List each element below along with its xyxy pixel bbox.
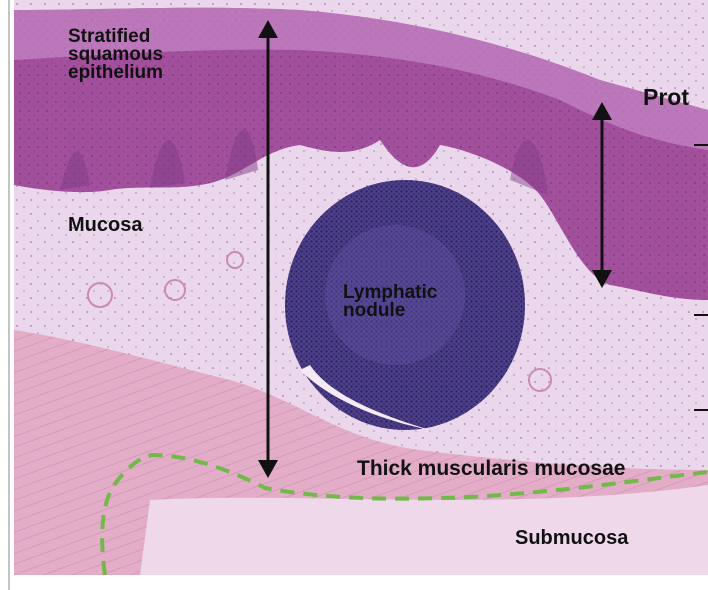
- title-fragment: [268, 0, 478, 8]
- mucosa-thickness-arrow: [258, 20, 278, 478]
- epithelium-thickness-arrow: [592, 102, 612, 288]
- label-line: epithelium: [68, 62, 164, 83]
- label-mucosa: Mucosa: [68, 214, 143, 236]
- label-prot-partial: Prot: [643, 84, 689, 110]
- submucosa-region: [140, 485, 708, 575]
- label-line: Lymphatic: [343, 282, 438, 303]
- muscularis-boundary-line: [100, 452, 708, 576]
- label-lymphatic-nodule: Lymphatic nodule: [343, 282, 438, 321]
- label-submucosa: Submucosa: [515, 527, 629, 549]
- label-stratified-squamous-epithelium: Stratified squamous epithelium: [68, 26, 164, 83]
- label-thick-muscularis-mucosae: Thick muscularis mucosae: [357, 457, 626, 480]
- label-line: squamous: [68, 44, 164, 65]
- label-line: Stratified: [68, 26, 151, 47]
- label-line: nodule: [343, 300, 406, 321]
